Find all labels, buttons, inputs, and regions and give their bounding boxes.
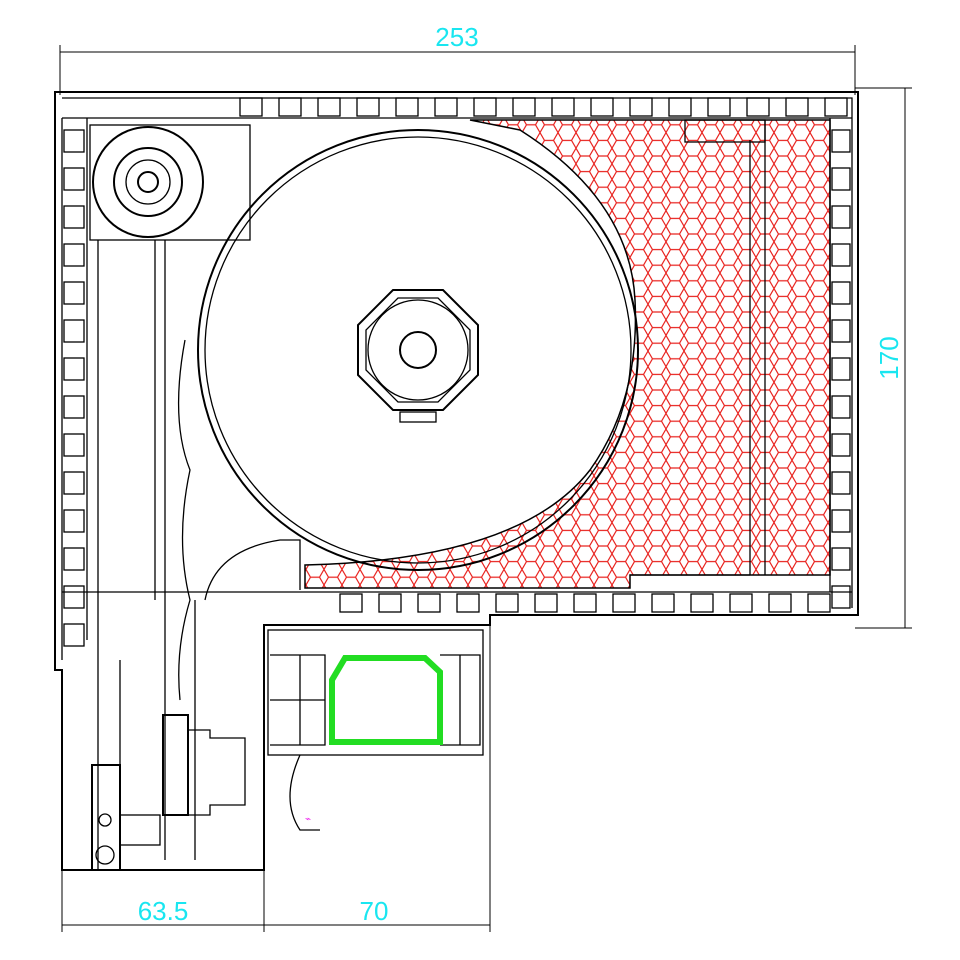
wall-cell (63, 395, 85, 419)
wall-cell (395, 97, 419, 117)
gasket-profile (329, 655, 443, 745)
belt-strap (177, 339, 191, 701)
wall-cell (729, 593, 753, 613)
wall-cell (768, 593, 792, 613)
belt-winder (91, 714, 246, 871)
wall-cell (339, 593, 363, 613)
wall-cell (63, 471, 85, 495)
wall-cell (573, 593, 597, 613)
wall-cell (590, 97, 614, 117)
wall-cell (417, 593, 441, 613)
wall-cell (473, 97, 497, 117)
wall-cell (63, 167, 85, 191)
insulation-hatch (304, 119, 831, 589)
wall-cell (456, 593, 480, 613)
wall-cell (668, 97, 692, 117)
wall-cell (831, 243, 851, 267)
belt-guide-lines (97, 240, 196, 870)
wall-cell (239, 97, 263, 117)
wall-cell (831, 471, 851, 495)
wall-cell (63, 319, 85, 343)
wall-cell (612, 593, 636, 613)
wall-cell (807, 593, 831, 613)
wall-cell (831, 395, 851, 419)
wall-cell (63, 433, 85, 457)
wall-cell (63, 547, 85, 571)
wall-cell (831, 585, 851, 609)
wall-cell (63, 509, 85, 533)
dimension-total-height: 170 (874, 336, 904, 379)
wall-cell (63, 623, 85, 647)
annotation-mark: ⌁ (305, 814, 311, 825)
wall-cell (356, 97, 380, 117)
wall-cell (831, 319, 851, 343)
wall-cell (831, 205, 851, 229)
shutter-box-housing (54, 91, 859, 871)
wall-cell (707, 97, 731, 117)
dimension-lines (59, 45, 912, 932)
wall-cell (831, 129, 851, 153)
wall-cell (63, 129, 85, 153)
dimension-bottom-left: 63.5 (138, 896, 189, 926)
rolled-shutter-curtain (197, 129, 639, 571)
wall-cell (278, 97, 302, 117)
wall-cell (690, 593, 714, 613)
wall-cell (317, 97, 341, 117)
wall-cell (495, 593, 519, 613)
dimension-bottom-right: 70 (360, 896, 389, 926)
curtain-exit-guide (204, 539, 301, 601)
wall-cell (831, 167, 851, 191)
curtain-inner-edge (204, 136, 632, 564)
wall-cell (746, 97, 770, 117)
wall-cell (534, 593, 558, 613)
wall-cell (824, 97, 848, 117)
dimension-total-width: 253 (435, 22, 478, 52)
window-frame-profile: ⌁ (267, 629, 484, 831)
wall-cell (831, 357, 851, 381)
wall-cell (378, 593, 402, 613)
wall-cell (63, 205, 85, 229)
wall-cell (651, 593, 675, 613)
wall-cell (434, 97, 458, 117)
octagonal-axle (357, 289, 479, 423)
wall-cell (831, 281, 851, 305)
wall-cell (63, 357, 85, 381)
insulation-inner-lines (630, 120, 766, 576)
wall-cell (831, 547, 851, 571)
wall-cell (63, 243, 85, 267)
wall-cell (629, 97, 653, 117)
wall-cell (785, 97, 809, 117)
wall-cell (551, 97, 575, 117)
wall-cell (63, 281, 85, 305)
wall-cell (831, 433, 851, 457)
belt-pulley (89, 124, 251, 241)
wall-cell (63, 585, 85, 609)
wall-cell (512, 97, 536, 117)
wall-cell (831, 509, 851, 533)
